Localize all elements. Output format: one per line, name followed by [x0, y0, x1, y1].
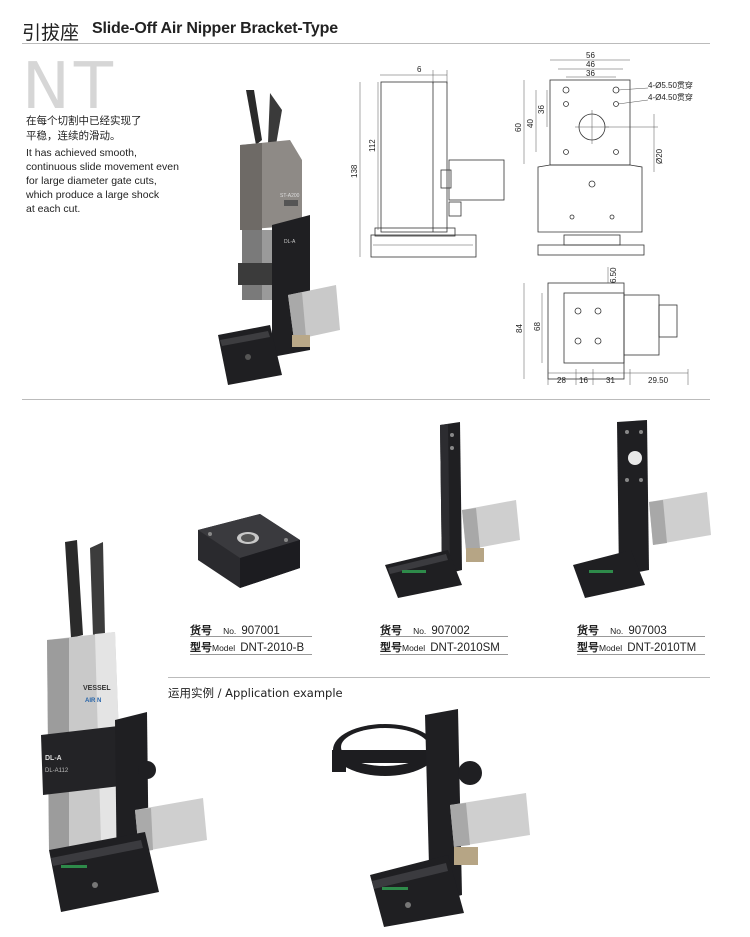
- dim-36: 36: [586, 69, 595, 78]
- product-photo-907003: [573, 420, 711, 598]
- dim-6-50: 6.50: [609, 267, 618, 283]
- dim-upper-height: 112: [368, 139, 377, 152]
- no-label-cn: 货号: [380, 624, 402, 637]
- section-divider: [22, 399, 710, 400]
- description-en-line: for large diameter gate cuts,: [26, 175, 157, 187]
- dim-16: 16: [579, 376, 588, 385]
- model-label-en: Model: [212, 643, 236, 653]
- no-label-en: No.: [610, 626, 624, 636]
- product-line: [190, 636, 312, 637]
- product-line: [577, 654, 705, 655]
- model-label-en: Model: [402, 643, 426, 653]
- product-no: 907001: [241, 625, 280, 637]
- product-photo-907001: [198, 514, 300, 588]
- dim-31: 31: [606, 376, 615, 385]
- model-label-cn: 型号: [380, 641, 402, 654]
- head-label: ST-A200: [280, 193, 300, 199]
- product-907003-model-row: 型号Model DNT-2010TM: [577, 639, 696, 655]
- hole-callout-b: 4-Ø4.50贯穿: [648, 92, 693, 102]
- product-line: [380, 636, 508, 637]
- series-code-watermark: NT: [22, 50, 117, 124]
- dim-36-vertical: 36: [537, 105, 546, 114]
- model-label-en: Model: [599, 643, 623, 653]
- dim-40: 40: [526, 119, 535, 128]
- bore-callout: Ø20: [655, 148, 664, 164]
- description-english: It has achieved smooth, continuous slide…: [26, 146, 226, 216]
- product-907001-model-row: 型号Model DNT-2010-B: [190, 639, 304, 655]
- dim-28: 28: [557, 376, 566, 385]
- description-cn-line-1: 在每个切割中已经实现了: [26, 115, 142, 127]
- dim-total-height: 138: [350, 164, 359, 178]
- dim-84: 84: [515, 324, 524, 333]
- dim-68: 68: [533, 322, 542, 331]
- description-en-line: at each cut.: [26, 203, 81, 215]
- model-label-cn: 型号: [577, 641, 599, 654]
- hole-callout-a: 4-Ø5.50贯穿: [648, 80, 693, 90]
- product-907002-model-row: 型号Model DNT-2010SM: [380, 639, 500, 655]
- bracket-label: DL-A: [284, 239, 296, 245]
- dim-top-width: 6: [417, 65, 422, 74]
- dim-60: 60: [514, 123, 523, 132]
- description-en-line: It has achieved smooth,: [26, 147, 137, 159]
- product-line: [190, 654, 312, 655]
- title-english: Slide-Off Air Nipper Bracket-Type: [92, 20, 338, 37]
- description-en-line: which produce a large shock: [26, 189, 160, 201]
- dla-label: DL-A: [45, 755, 62, 762]
- dla112-label: DL-A112: [45, 768, 69, 774]
- product-no: 907002: [431, 625, 470, 637]
- dim-46: 46: [586, 60, 595, 69]
- no-label-en: No.: [413, 626, 427, 636]
- air-label: AIR N: [85, 698, 101, 704]
- application-photo-ring-holder: [332, 709, 530, 927]
- product-line: [380, 654, 508, 655]
- product-907002-no-row: 货号 No. 907002: [380, 622, 470, 638]
- product-907003-no-row: 货号 No. 907003: [577, 622, 667, 638]
- product-photo-907002: [385, 422, 520, 598]
- product-907001-no-row: 货号 No. 907001: [190, 622, 280, 638]
- front-view-drawing: 56 46 36 60 40 36 4-Ø5.50贯穿 4-Ø4.50贯穿 Ø2…: [514, 52, 693, 256]
- description-chinese: 在每个切割中已经实现了 平稳，连续的滑动。: [26, 114, 186, 144]
- vessel-label: VESSEL: [83, 685, 111, 692]
- nipper-bracket-photo: ST-A200 DL-A: [218, 90, 340, 385]
- description-en-line: continuous slide movement even: [26, 161, 179, 173]
- top-view-drawing: 6.50 84 68 28 16 31 29.50: [515, 267, 689, 385]
- product-model: DNT-2010SM: [430, 642, 500, 654]
- header-rule: [22, 43, 710, 44]
- model-label-cn: 型号: [190, 641, 212, 654]
- description-cn-line-2: 平稳，连续的滑动。: [26, 130, 121, 142]
- product-no: 907003: [628, 625, 667, 637]
- product-model: DNT-2010TM: [627, 642, 697, 654]
- dim-29-50: 29.50: [648, 376, 669, 385]
- dim-56: 56: [586, 52, 595, 60]
- application-example-label: 运用实例 / Application example: [168, 686, 343, 700]
- no-label-cn: 货号: [577, 624, 599, 637]
- application-photo-nipper: VESSEL AIR N DL-A DL-A112: [41, 540, 207, 912]
- no-label-cn: 货号: [190, 624, 212, 637]
- side-view-drawing: 6 138 112: [350, 65, 505, 258]
- product-model: DNT-2010-B: [240, 642, 305, 654]
- product-line: [577, 636, 705, 637]
- no-label-en: No.: [223, 626, 237, 636]
- application-divider: [168, 677, 710, 678]
- title-chinese: 引拔座: [22, 22, 80, 44]
